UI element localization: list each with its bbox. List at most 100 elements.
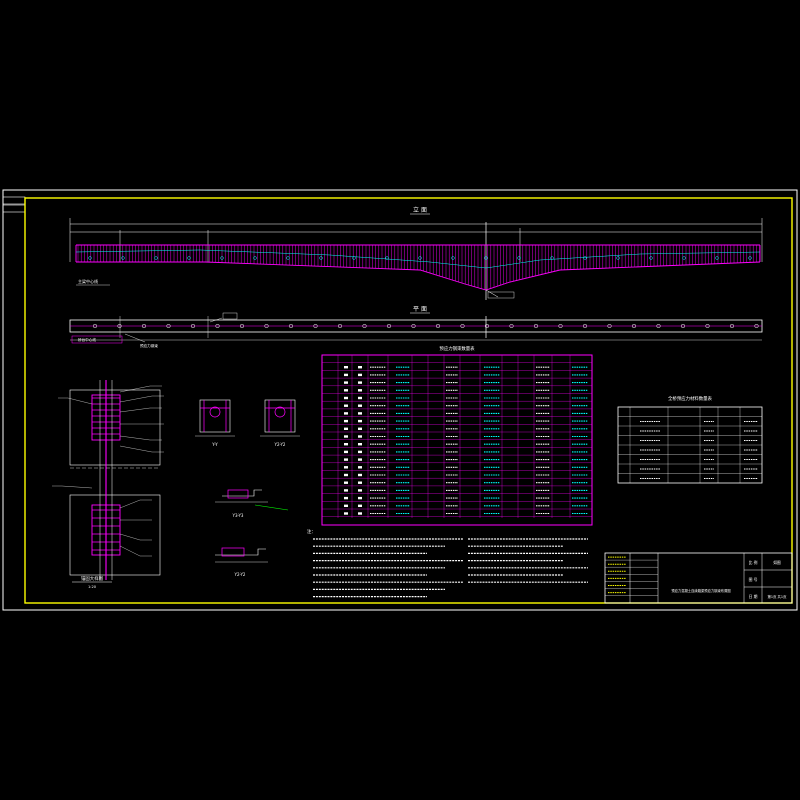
notes-heading: 注： (307, 528, 316, 535)
girder-soffit (76, 261, 761, 291)
duct-marker (715, 256, 719, 260)
plan-left-label: 桥台中心线 (78, 337, 96, 342)
plan-duct-marker (460, 323, 465, 329)
duct-marker (517, 256, 521, 260)
sheet-label: 图 号 (749, 577, 758, 582)
table-cell-mark (358, 427, 362, 430)
table-cell-mark (344, 473, 348, 477)
table-cell-mark (344, 512, 348, 515)
corner-tab (2, 196, 26, 205)
duct-marker (451, 256, 455, 260)
detail-scale: 1:20 (88, 585, 97, 589)
table-cell-mark (344, 396, 348, 400)
section-label: Y2-Y2 (274, 442, 286, 447)
plan-duct-marker (729, 323, 735, 329)
plan-duct-marker (533, 323, 539, 329)
plan-duct-marker (264, 323, 269, 329)
leader-line (61, 485, 93, 489)
duct-marker (154, 256, 158, 260)
plan-duct-marker (313, 323, 318, 329)
page-label: 第1页 共1页 (768, 594, 788, 599)
drawing-frame (24, 197, 793, 604)
detail-caption: 锚固大样图 (81, 575, 104, 582)
table-cell-mark (358, 512, 362, 515)
plan-duct-marker (288, 323, 294, 329)
title-block: 预应力混凝土连续箱梁预应力钢束布置图 比 例 如图 图 号 日 期 第1页 共1… (604, 552, 793, 604)
table-cell-mark (344, 450, 348, 454)
table-cell-mark (358, 473, 362, 477)
side-table-grid (618, 407, 762, 483)
table-cell-mark (344, 489, 348, 492)
anchorage-detail: 锚固大样图 1:20 (52, 380, 164, 589)
leader-line (119, 435, 151, 441)
duct-marker (616, 256, 620, 260)
leader-line (119, 499, 141, 509)
table-cell-mark (344, 373, 348, 377)
duct-marker (484, 256, 488, 260)
section-y2-y2-b: Y2-Y2 (215, 547, 268, 577)
leader-line (119, 445, 153, 453)
duct-marker (682, 256, 686, 260)
table-cell-mark (344, 412, 348, 415)
table-cell-mark (358, 481, 362, 484)
section-label: Y3-Y3 (232, 513, 244, 518)
duct-marker (187, 256, 191, 260)
duct-marker (583, 256, 587, 260)
duct-marker (418, 256, 422, 260)
duct-marker (748, 256, 752, 260)
plan-duct-marker (239, 323, 245, 329)
plan-duct-marker (509, 323, 514, 329)
material-quantity-table: 全桥预应力材料数量表 (617, 395, 763, 484)
date-label: 日 期 (749, 594, 758, 599)
section-y-y: Y-Y (195, 399, 235, 447)
plan-duct-marker (141, 323, 147, 329)
leader-line (119, 533, 141, 541)
table-cell-mark (344, 496, 348, 500)
table-cell-mark (358, 396, 362, 400)
duct-marker (385, 256, 389, 260)
table-cell-mark (358, 458, 362, 461)
duct-marker (649, 256, 653, 260)
table-cell-mark (344, 419, 348, 423)
table-cell-mark (344, 427, 348, 430)
leader-line (67, 397, 93, 405)
plan-duct-marker (215, 323, 220, 329)
plan-mid-label: 预应力钢束 (140, 343, 158, 348)
plan-duct-marker (631, 323, 637, 329)
plan-duct-marker (362, 323, 367, 329)
section-y3-y3: Y3-Y3 (215, 489, 289, 518)
section-y2-y2-a: Y2-Y2 (260, 399, 300, 447)
table-cell-mark (358, 404, 362, 407)
table-cell-mark (344, 389, 348, 392)
notes-lines (313, 538, 588, 598)
plan-title: 平 面 (413, 306, 427, 313)
table-cell-mark (358, 496, 362, 500)
table-cell-mark (344, 504, 348, 507)
plan-duct-marker (558, 323, 563, 329)
title-block-rows (605, 556, 658, 596)
elevation-left-label: 主梁中心线 (78, 278, 98, 284)
table-cell-mark (358, 373, 362, 377)
table-cell-mark (358, 389, 362, 392)
table-cell-mark (358, 504, 362, 507)
table-cell-mark (358, 489, 362, 492)
plan-duct-marker (656, 323, 661, 329)
section-label: Y2-Y2 (234, 572, 246, 577)
table-cell-mark (344, 366, 348, 369)
tendon-profile (75, 249, 761, 269)
section-label: Y-Y (211, 442, 218, 447)
table-cell-mark (358, 443, 362, 446)
plan-duct-marker (166, 323, 171, 329)
plan-duct-marker (754, 323, 759, 329)
sheet-border (2, 189, 798, 611)
plan-duct-marker (607, 323, 612, 329)
duct-positions (88, 256, 752, 260)
table-cell-mark (358, 466, 362, 469)
plan-view: 平 面 桥台中心线 预应力钢束 (69, 306, 763, 348)
duct-marker (286, 256, 290, 260)
plan-duct-positions (92, 323, 759, 329)
plan-duct-marker (680, 323, 686, 329)
leader-line (119, 395, 153, 403)
duct-marker (253, 256, 257, 260)
